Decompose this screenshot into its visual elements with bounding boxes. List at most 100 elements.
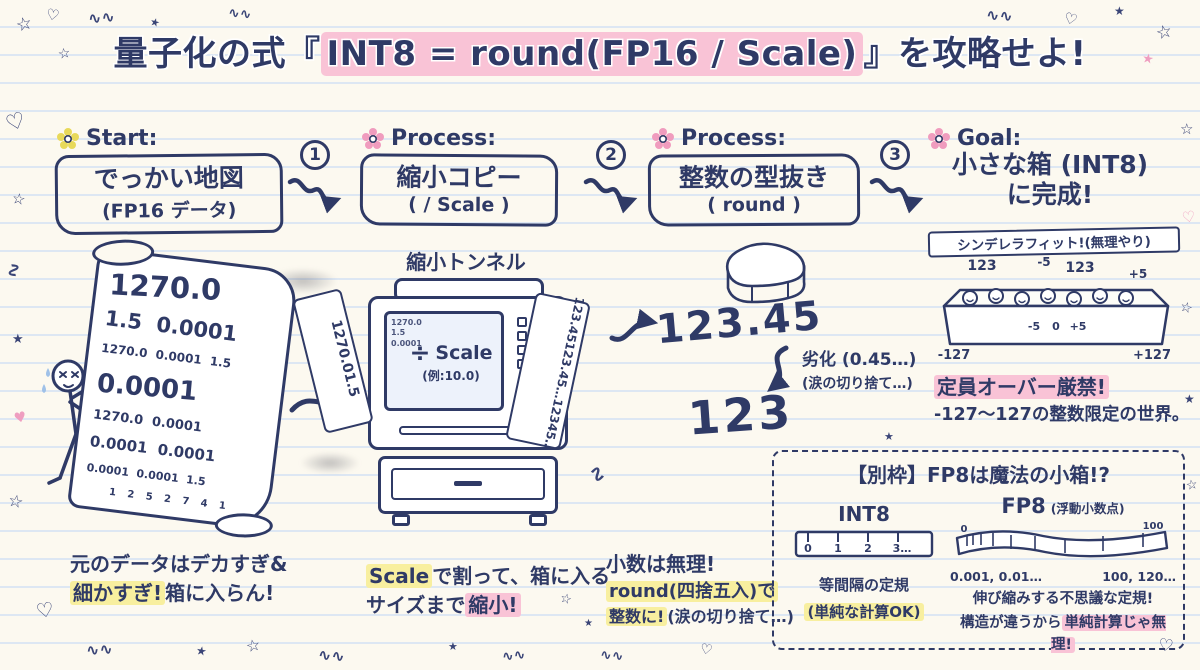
capacity-warning-line1: 定員オーバー厳禁! [934,372,1189,402]
box-front-number: -5 [1028,320,1040,333]
round-caption-line1: 小数は無理! [606,552,716,576]
stage-process2-box: 整数の型抜き ( round ) [647,153,861,227]
stage-process1-subtitle: ( / Scale ) [408,194,510,217]
capacity-warning-line2: -127〜127の整数限定の世界。 [934,405,1190,425]
doodle-star: ★ [1114,4,1125,18]
int8-tick: 2 [864,542,872,555]
fp8-caption-line2: 構造が違うから単純計算じゃ無理! [950,613,1176,657]
title-prefix: 量子化の式 [113,34,287,74]
box-number: 123 [1065,260,1094,276]
int8-caption-highlight: (単純な計算OK) [804,602,924,621]
round-caption-rest: (涙の切り捨て…) [667,607,794,627]
flower-icon [928,127,950,149]
fp8-label-row: FP8 (浮動小数点) [950,494,1176,518]
machine-label: 縮小トンネル [406,250,526,274]
int8-ruler-icon: 0 1 2 3… [794,530,934,558]
stage-start-box: でっかい地図 (FP16 データ) [54,152,284,236]
step-number-2: 2 [596,140,626,170]
screen-number: 1.5 [391,328,406,338]
doodle-squiggle: ∿∿ [85,639,114,660]
capacity-warning: 定員オーバー厳禁! -127〜127の整数限定の世界。 [934,372,1189,428]
step-arrow-1-icon [287,178,342,214]
stage-goal-header: Goal: [928,126,1021,151]
fp8-ruler-end: 100 [1143,521,1164,532]
doodle-heart: ♡ [44,4,61,26]
keypad-key [517,317,527,327]
scale-label: Scale [435,341,493,364]
doodle-star: ☆ [10,188,27,210]
machine-caption-rest1: で割って、箱に入る [432,564,611,588]
round-caption-line3: 整数に!(涙の切り捨て…) [606,605,794,628]
scroll-caption-line1: 元のデータはデカすぎ& [70,552,288,576]
screen-tiny-numbers: 1270.0 1.5 0.0001 [391,318,422,349]
pencil-smudge [300,452,360,474]
divide-icon: ÷ [409,338,431,367]
strip-number: 1270.0 [327,317,356,375]
number-after-round: 123 [686,384,795,446]
step-number-1-text: 1 [309,145,321,165]
fp8-caption-line1: 伸び縮みする不思議な定規! [972,591,1154,607]
box-number: -5 [1037,255,1050,269]
int8-caption-line1: 等間隔の定規 [818,576,909,594]
stage-start-title: でっかい地図 [93,163,244,194]
step-arrow-3-icon [869,178,924,214]
box-front-number: 0 [1052,320,1060,333]
machine-caption-line2: サイズまで縮小! [366,591,610,620]
cookie-cutter-icon [725,242,806,304]
stage-goal-text: 小さな箱 (INT8) に完成! [914,150,1186,210]
stage-start-header: Start: [57,126,157,151]
fp8-caption-pre: 構造が違うから [960,614,1062,631]
fp8-small-values: 0.001, 0.01… [950,569,1042,584]
scale-row: ÷ Scale [409,338,492,367]
arrow-strip-to-number-icon [609,308,659,342]
doodle-star: ★ [884,430,894,443]
arrow-round-down-icon [767,345,791,392]
int8-box-icon: 123 -5 123 +5 -5 0 +5 -127 +127 [938,255,1171,363]
scroll-caption: 元のデータはデカすぎ& 細かすぎ!箱に入らん! [70,550,287,608]
title-suffix: を攻略せよ! [897,34,1087,74]
stage-process2-label: Process: [681,126,787,151]
round-caption-integer-highlight: 整数に! [606,607,668,627]
doodle-squiggle: ∿∿ [227,5,253,23]
round-caption: 小数は無理! round(四捨五入)で 整数に!(涙の切り捨て…) [606,550,794,628]
fp16-data-scroll: 1270.0 1.5 0.0001 1270.0 0.0001 1.5 0.00… [66,246,300,532]
machine-screen: 1270.0 1.5 0.0001 ÷ Scale (例:10.0) [384,311,504,411]
stage-start-subtitle: (FP16 データ) [101,199,237,223]
doodle-heart: ♥ [12,408,29,428]
step-number-3: 3 [880,140,910,170]
doodle-star: ☆ [6,490,26,514]
step-arrow-2-icon [583,178,638,214]
fp8-label: FP8 [1001,494,1046,518]
fp8-panel-title: 【別枠】FP8は魔法の小箱!? [847,463,1110,487]
fp8-panel: 【別枠】FP8は魔法の小箱!? INT8 0 1 2 3… 等間隔の定規 (単純… [772,450,1185,653]
machine-caption-shrink-highlight: 縮小! [465,593,521,617]
round-caption-highlight: round(四捨五入)で [606,581,779,602]
machine-caption-pre2: サイズまで [366,593,466,617]
stage-start-label: Start: [86,126,158,151]
degradation-line2: (涙の切り捨て…) [802,375,913,392]
strip-number: 12345… [540,397,566,454]
stage-process1-label: Process: [391,126,497,151]
fp8-sublabel: (浮動小数点) [1050,501,1125,516]
step-number-3-text: 3 [889,145,901,165]
doodle-squiggle: ∿∿ [501,646,527,666]
fp8-ruler-values: 0.001, 0.01… 100, 120… [950,569,1176,584]
doodle-squiggle: ∿∿ [985,5,1014,26]
machine-cabinet [378,456,558,514]
stage-goal-label: Goal: [957,126,1022,151]
box-front-number: +5 [1070,320,1087,333]
doodle-squiggle: ∿ [582,459,612,490]
step-number-2-text: 2 [605,145,617,165]
int8-tick: 1 [834,542,842,555]
flower-icon [652,127,674,149]
scroll-caption-line2: 細かすぎ!箱に入らん! [70,579,287,608]
box-range-min: -127 [938,348,971,363]
machine-output-slot [399,426,515,435]
scale-example: (例:10.0) [422,369,480,383]
int8-label: INT8 [838,502,890,526]
machine-caption-scale-highlight: Scale [366,564,433,588]
fp8-caption-highlight: 単純計算じゃ無理! [1050,614,1166,653]
